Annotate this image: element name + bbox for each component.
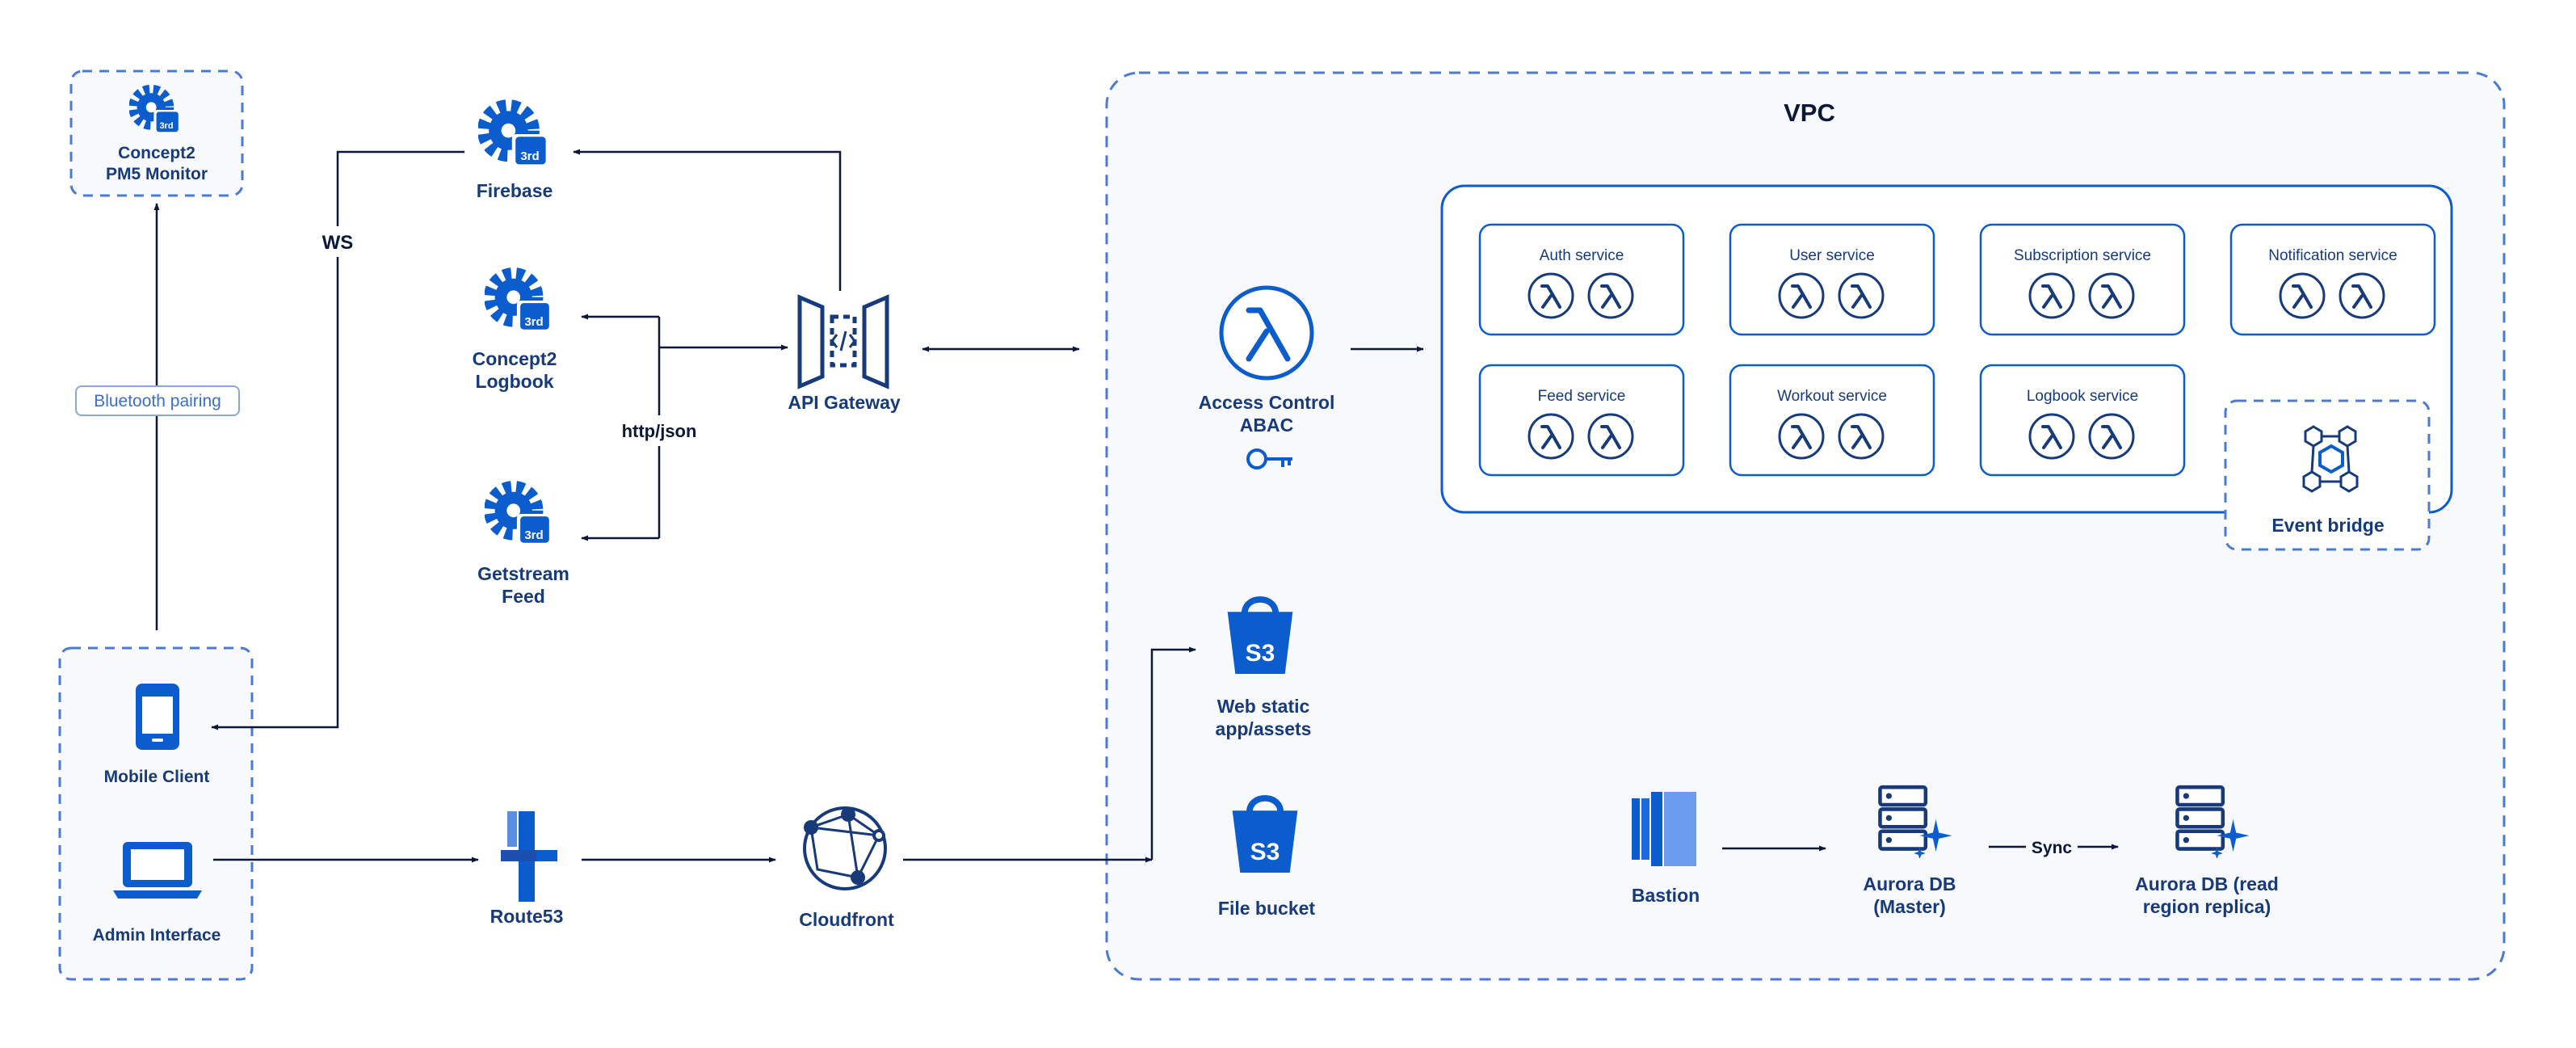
http-json-label-bg — [609, 415, 709, 446]
ws-label-bg — [312, 226, 363, 257]
access-control-label: Access Control — [1199, 392, 1335, 413]
laptop-icon — [113, 842, 202, 899]
getstream-label: Feed — [502, 586, 545, 607]
service-box: Notification service — [2229, 223, 2436, 336]
lambda-icon — [1838, 272, 1885, 319]
service-label: Notification service — [2268, 247, 2397, 264]
api-gateway-icon — [797, 294, 889, 389]
service-box: Logbook service — [1979, 364, 2186, 477]
logbook-label: Logbook — [475, 371, 553, 392]
badge-3rd: 3rd — [524, 528, 543, 542]
service-label: Workout service — [1777, 388, 1887, 405]
logbook-label: Concept2 — [473, 348, 557, 369]
lambda-icon — [2028, 272, 2075, 319]
bastion-icon — [1632, 792, 1696, 866]
lambda-icon — [1778, 413, 1825, 460]
sync-label: Sync — [2032, 839, 2073, 857]
key-icon — [1246, 448, 1292, 469]
edge-to-web-static — [1150, 646, 1196, 860]
lambda-icon — [2088, 413, 2135, 460]
cloudfront-icon — [803, 806, 887, 890]
s3-badge: S3 — [1246, 640, 1275, 667]
service-label: Logbook service — [2027, 388, 2138, 405]
event-bridge-container — [2224, 399, 2431, 551]
lambda-icon — [2339, 272, 2385, 319]
service-label: User service — [1789, 247, 1875, 264]
firebase-label: Firebase — [477, 180, 553, 201]
admin-label: Admin Interface — [93, 926, 221, 945]
gear-3rd-icon: 3rd — [133, 89, 180, 133]
s3-bucket-icon: S3 — [1233, 798, 1298, 873]
clients-container — [58, 646, 254, 981]
lambda-icon — [2088, 272, 2135, 319]
ws-label: WS — [322, 232, 354, 254]
service-label: Feed service — [1538, 388, 1626, 405]
event-bridge-icon — [2302, 425, 2359, 493]
service-box: Workout service — [1729, 364, 1935, 477]
gear-3rd-icon: 3rd — [484, 106, 548, 166]
cloudfront-label: Cloudfront — [799, 909, 894, 930]
gear-3rd-icon: 3rd — [490, 486, 551, 544]
service-box: Feed service — [1478, 364, 1685, 477]
aurora-replica-label: region replica) — [2143, 896, 2271, 917]
service-box: Subscription service — [1979, 223, 2186, 336]
getstream-label: Getstream — [477, 563, 569, 584]
aurora-master-label: (Master) — [1873, 896, 1945, 917]
lambda-icon — [1528, 272, 1574, 319]
web-static-label: Web static — [1217, 696, 1310, 717]
aurora-replica-label: Aurora DB (read — [2135, 873, 2279, 894]
pm5-label: Concept2 — [118, 144, 195, 162]
service-label: Subscription service — [2014, 247, 2151, 264]
lambda-icon — [2279, 272, 2326, 319]
web-static-label: app/assets — [1216, 718, 1312, 739]
route53-label: Route53 — [490, 906, 564, 927]
phone-icon — [136, 684, 179, 750]
s3-bucket-icon: S3 — [1228, 600, 1293, 674]
edge-ws — [211, 150, 464, 730]
pm5-container — [69, 69, 244, 197]
services-container — [1440, 184, 2453, 514]
badge-3rd: 3rd — [524, 315, 543, 329]
bastion-label: Bastion — [1632, 885, 1700, 906]
gear-3rd-icon: 3rd — [490, 273, 551, 330]
badge-3rd: 3rd — [159, 121, 173, 131]
api-gateway-label: API Gateway — [788, 392, 901, 413]
vpc-label: VPC — [1784, 99, 1835, 127]
mobile-label: Mobile Client — [104, 768, 210, 786]
route53-icon — [501, 811, 557, 902]
s3-badge: S3 — [1250, 839, 1280, 865]
service-grid: Auth service User service Subscription ser… — [1478, 223, 2436, 477]
http-json-label: http/json — [622, 421, 697, 441]
lambda-icon — [2028, 413, 2075, 460]
edge-gateway-firebase — [573, 149, 842, 291]
bluetooth-label: Bluetooth pairing — [94, 392, 221, 410]
lambda-icon — [1838, 413, 1885, 460]
lambda-icon — [1528, 413, 1574, 460]
lambda-icon — [1778, 272, 1825, 319]
badge-3rd: 3rd — [520, 149, 539, 163]
aurora-master-label: Aurora DB — [1863, 873, 1956, 894]
bluetooth-pill — [75, 385, 240, 416]
service-box: User service — [1729, 223, 1935, 336]
access-control-label: ABAC — [1240, 415, 1293, 436]
pm5-label: PM5 Monitor — [106, 165, 208, 183]
lambda-icon — [1219, 285, 1314, 381]
lambda-icon — [1587, 272, 1634, 319]
connectors — [153, 149, 2119, 863]
lambda-icon — [1587, 413, 1634, 460]
file-bucket-label: File bucket — [1218, 898, 1315, 919]
service-label: Auth service — [1540, 247, 1624, 264]
service-box: Auth service — [1478, 223, 1685, 336]
event-bridge-label: Event bridge — [2271, 515, 2384, 536]
